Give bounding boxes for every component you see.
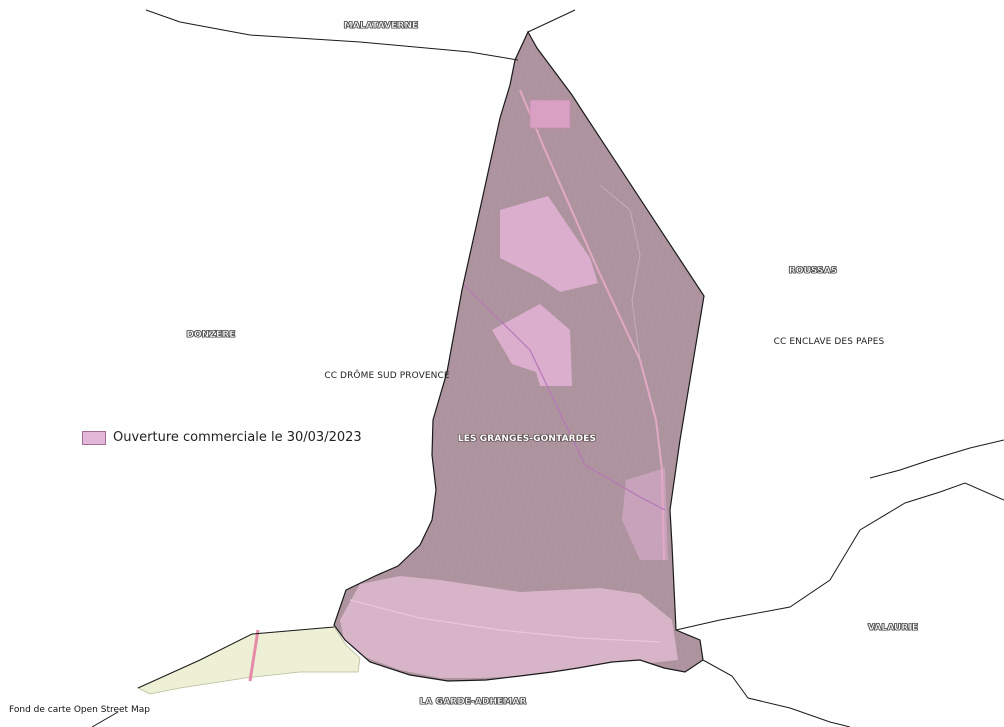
place-label-la-garde-adhemar: LA GARDE-ADHEMAR [419,697,527,707]
boundary-south-east [675,482,1004,631]
boundary-north-west [145,9,519,61]
basemap-credit: Fond de carte Open Street Map [9,705,150,715]
place-label-donzere: DONZERE [186,330,236,340]
boundary-south-bottom-left [91,711,119,727]
place-label-cc-drome-sud-provence: CC DRÔME SUD PROVENCE [324,371,450,381]
commercial-opening-area[interactable] [333,30,705,682]
structure-north [529,99,571,129]
road-southwest [248,629,260,682]
place-label-malataverne: MALATAVERNE [343,21,419,31]
field-area-southwest [137,626,361,695]
track-east [599,184,641,361]
place-label-roussas: ROUSSAS [788,266,838,276]
local-road-south [349,599,661,643]
boundary-south [702,659,851,727]
clearing-middle [492,304,572,386]
boundary-south-west [137,626,335,689]
legend-swatch [82,430,106,445]
place-label-cc-enclave-des-papes: CC ENCLAVE DES PAPES [773,337,885,347]
clearing-north [500,196,598,292]
secondary-road [462,283,666,511]
boundary-north-east [527,9,576,33]
boundary-east [869,439,1004,479]
map-legend: Ouverture commerciale le 30/03/2023 [82,430,362,445]
legend-label: Ouverture commerciale le 30/03/2023 [113,430,362,445]
urban-area [340,576,678,678]
place-label-les-granges-gontardes: LES GRANGES-GONTARDES [457,434,597,444]
urban-east-patch [622,468,668,560]
place-label-valaurie: VALAURIE [867,623,919,633]
